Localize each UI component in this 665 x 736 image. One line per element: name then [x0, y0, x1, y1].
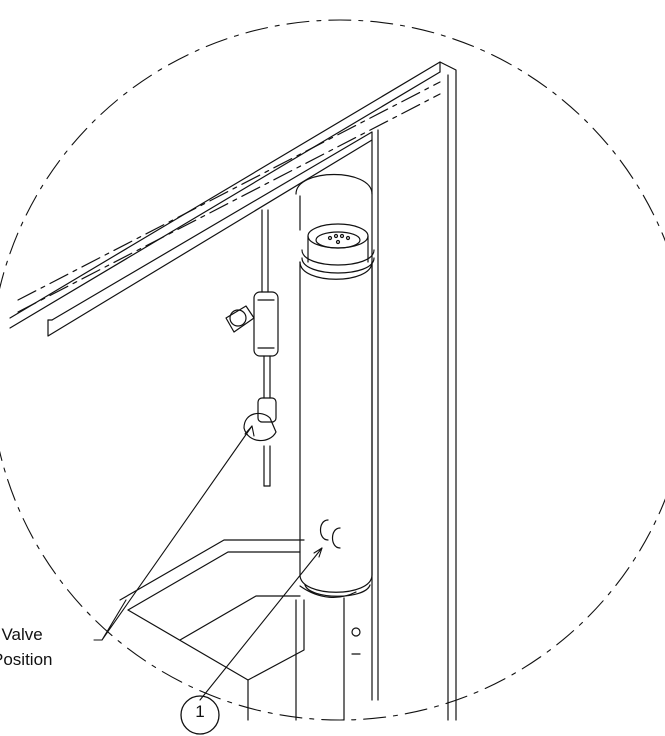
valve-leader-line — [93, 425, 253, 641]
leader-lines — [93, 425, 323, 701]
drain-pan — [119, 539, 361, 721]
valve-callout-line-1: f Valve — [0, 625, 43, 644]
item-1-leader-line — [199, 547, 323, 701]
filter-cartridge — [295, 173, 375, 597]
item-balloon-number: 1 — [195, 702, 205, 721]
cabinet-frame — [9, 61, 457, 721]
detail-boundary-circle — [0, 19, 665, 721]
valve-callout-line-2: Position — [0, 650, 53, 669]
item-balloon-circle — [180, 695, 220, 735]
valve-assembly — [225, 209, 279, 487]
